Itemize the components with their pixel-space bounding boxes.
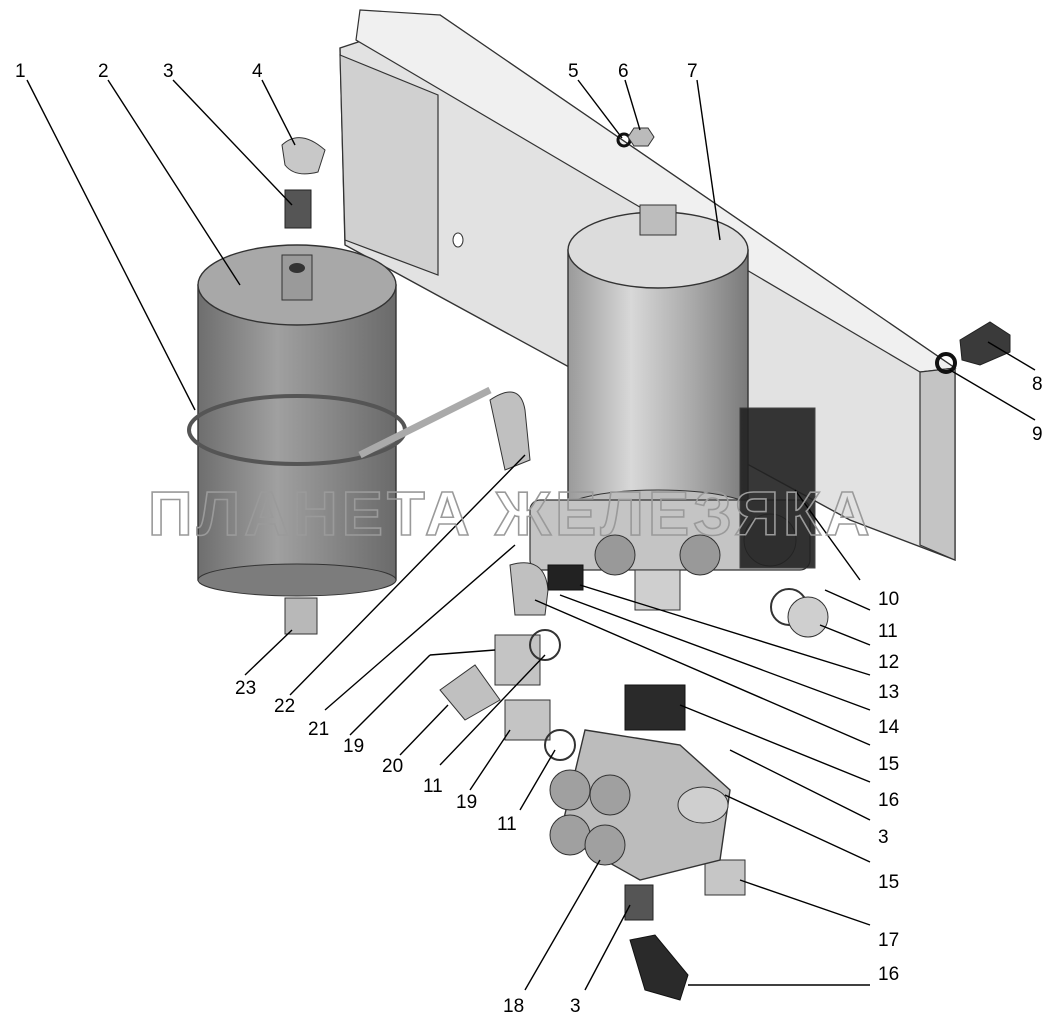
callout-11b: 11 bbox=[423, 776, 443, 797]
callout-19: 19 bbox=[343, 736, 364, 757]
callout-12: 12 bbox=[878, 652, 899, 673]
callout-7: 7 bbox=[687, 61, 698, 82]
small-parts bbox=[281, 127, 1011, 1001]
callout-4: 4 bbox=[252, 61, 263, 82]
callout-23: 23 bbox=[235, 678, 256, 699]
callout-5: 5 bbox=[568, 61, 579, 82]
callout-8: 8 bbox=[1032, 374, 1043, 395]
callout-6: 6 bbox=[618, 61, 629, 82]
callout-18: 18 bbox=[503, 996, 524, 1017]
callout-3b: 3 bbox=[878, 827, 889, 848]
callout-10: 10 bbox=[878, 589, 899, 610]
air-dryer-cartridge bbox=[529, 204, 816, 611]
air-receiver-tank bbox=[187, 244, 492, 597]
leader-lines bbox=[26, 79, 1036, 991]
callout-22: 22 bbox=[274, 696, 295, 717]
callout-1: 1 bbox=[15, 61, 26, 82]
callout-13: 13 bbox=[878, 682, 899, 703]
watermark-text: ПЛАНЕТА ЖЕЛЕЗЯКА bbox=[148, 480, 874, 549]
callout-3: 3 bbox=[163, 61, 174, 82]
callout-17: 17 bbox=[878, 930, 899, 951]
callout-20: 20 bbox=[382, 756, 403, 777]
callout-16b: 16 bbox=[878, 964, 899, 985]
callout-15b: 15 bbox=[878, 872, 899, 893]
callout-labels: 1 2 3 4 5 6 7 8 9 10 11 12 13 14 15 16 3… bbox=[15, 61, 1043, 1017]
callout-2: 2 bbox=[98, 61, 109, 82]
four-circuit-valve bbox=[549, 729, 731, 881]
callout-11: 11 bbox=[878, 621, 898, 642]
callout-14: 14 bbox=[878, 717, 900, 738]
callout-9: 9 bbox=[1032, 424, 1043, 445]
callout-15: 15 bbox=[878, 754, 899, 775]
callout-11c: 11 bbox=[497, 814, 517, 835]
callout-16: 16 bbox=[878, 790, 899, 811]
callout-3c: 3 bbox=[570, 996, 581, 1017]
callout-19b: 19 bbox=[456, 792, 477, 813]
callout-21: 21 bbox=[308, 719, 329, 740]
